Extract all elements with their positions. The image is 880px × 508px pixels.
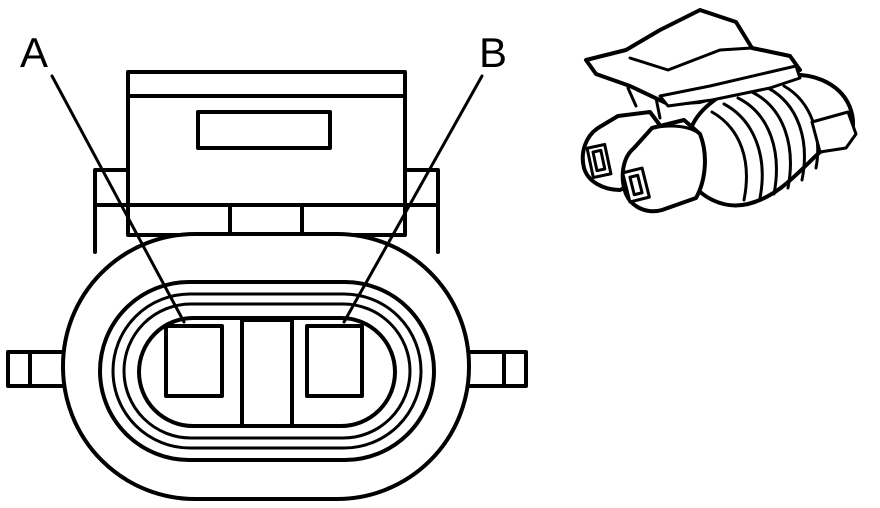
connector-shoulders bbox=[93, 168, 440, 254]
pin-b-label: B bbox=[479, 29, 507, 76]
terminal-a-cavity bbox=[164, 324, 224, 398]
terminal-opening-2 bbox=[628, 173, 644, 197]
locking-tab-slot bbox=[196, 110, 332, 150]
latch-ridge bbox=[628, 46, 754, 72]
pin-a-label: A bbox=[20, 29, 48, 76]
terminal-b-cavity bbox=[305, 324, 364, 398]
latch-stem bbox=[626, 86, 662, 120]
rear-release-tab bbox=[810, 110, 858, 154]
seal-ring-outer bbox=[98, 280, 436, 462]
tower-shoulder-line bbox=[650, 124, 702, 136]
center-key-rib bbox=[240, 318, 294, 428]
connector-face-view: A B bbox=[6, 29, 528, 501]
latch-base bbox=[126, 203, 407, 237]
leader-line-a bbox=[50, 74, 186, 324]
connector-isometric-view bbox=[580, 8, 858, 214]
terminal-opening-1 bbox=[591, 148, 607, 173]
seal-ring-inner bbox=[122, 302, 412, 440]
leader-line-b bbox=[342, 74, 484, 324]
wire-seal-rings bbox=[710, 84, 820, 202]
seal-ring-middle bbox=[111, 292, 423, 450]
right-side-tab bbox=[460, 350, 528, 388]
latch-release-bar bbox=[658, 64, 802, 108]
